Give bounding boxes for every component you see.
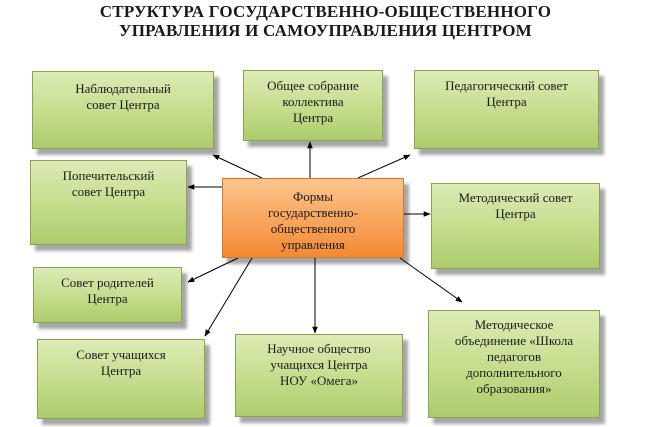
arrow-to-parents	[187, 257, 239, 283]
methodical-line-1: Методический совет	[458, 190, 573, 205]
parents-line-2: Центра	[87, 291, 128, 306]
association-line-4: дополнительного	[466, 365, 562, 380]
observer-line-2: совет Центра	[86, 97, 160, 112]
students-line-1: Совет учащихся	[76, 347, 166, 362]
pedagogical-line-2: Центра	[486, 94, 527, 109]
students-council-box: Совет учащихся Центра	[37, 339, 205, 419]
pedagogical-council-box: Педагогический совет Центра	[414, 70, 599, 149]
general-meeting-box: Общее собрание коллектива Центра	[243, 70, 383, 141]
association-line-3: педагогов	[486, 349, 542, 364]
arrow-to-students	[204, 257, 253, 337]
observer-line-1: Наблюдательный	[75, 81, 171, 96]
center-line-4: управления	[281, 237, 345, 252]
arrow-to-pedagogical	[357, 154, 411, 179]
general-line-2: коллектива	[282, 94, 344, 109]
trustee-council-box: Попечительский совет Центра	[30, 160, 187, 245]
trustee-line-2: совет Центра	[71, 184, 146, 199]
methodical-association-box: Методическое объединение «Школа педагого…	[428, 310, 600, 418]
association-line-5: образования»	[476, 381, 552, 396]
society-line-3: НОУ «Омега»	[280, 373, 358, 388]
general-line-1: Общее собрание	[267, 78, 359, 93]
society-line-2: учащихся Центра	[270, 357, 368, 372]
parents-line-1: Совет родителей	[61, 275, 154, 290]
arrow-to-observer	[212, 154, 263, 179]
students-line-2: Центра	[100, 363, 142, 378]
diagram-title: СТРУКТУРА ГОСУДАРСТВЕННО-ОБЩЕСТВЕННОГО У…	[0, 2, 651, 40]
observer-council-box: Наблюдательный совет Центра	[32, 71, 214, 149]
parents-council-box: Совет родителей Центра	[33, 267, 182, 323]
center-line-2: государственно-	[267, 205, 359, 220]
center-line-1: Формы	[292, 189, 334, 204]
center-line-3: общественного	[270, 221, 356, 236]
society-line-1: Научное общество	[267, 341, 371, 356]
association-line-2: объединение «Школа	[454, 333, 574, 348]
trustee-line-1: Попечительский	[62, 168, 155, 183]
association-line-1: Методическое	[474, 317, 554, 332]
title-line-2: УПРАВЛЕНИЯ И САМОУПРАВЛЕНИЯ ЦЕНТРОМ	[119, 21, 532, 40]
pedagogical-line-1: Педагогический совет	[445, 78, 568, 93]
center-box: Формы государственно- общественного упра…	[222, 178, 404, 258]
title-line-1: СТРУКТУРА ГОСУДАРСТВЕННО-ОБЩЕСТВЕННОГО	[99, 2, 552, 21]
methodical-council-box: Методический совет Центра	[431, 183, 600, 269]
scientific-society-box: Научное общество учащихся Центра НОУ «Ом…	[235, 334, 403, 417]
methodical-line-2: Центра	[495, 206, 536, 221]
general-line-3: Центра	[292, 110, 334, 125]
